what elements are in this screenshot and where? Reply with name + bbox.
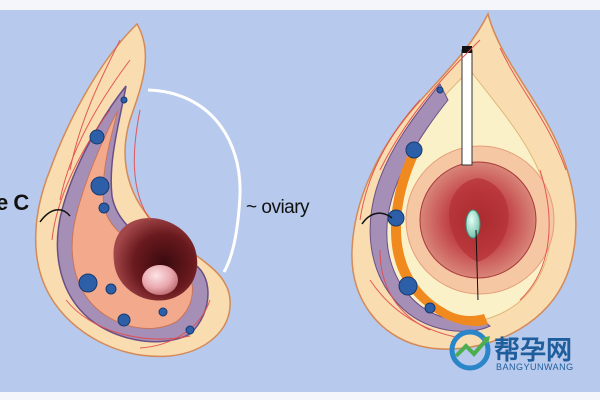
right-seed	[465, 209, 481, 239]
white-arc	[147, 88, 242, 273]
dot	[398, 276, 418, 296]
dot	[424, 302, 436, 314]
left-organ	[35, 22, 231, 358]
right-vessels	[359, 39, 567, 339]
probe-line	[475, 229, 479, 301]
left-label: e C	[0, 190, 29, 215]
watermark-english: BANGYUNWANG	[496, 362, 574, 372]
dot	[120, 96, 128, 104]
dot	[90, 176, 110, 196]
watermark-chinese: 帮孕网	[494, 336, 573, 366]
dot	[117, 313, 131, 327]
left-vessels	[51, 39, 211, 349]
dot	[387, 209, 405, 227]
dot	[158, 307, 168, 317]
dot	[89, 129, 105, 145]
left-dots	[78, 96, 195, 335]
right-dots	[387, 86, 444, 314]
right-organ	[351, 11, 577, 350]
dot	[185, 325, 195, 335]
dot	[436, 86, 444, 94]
dot	[105, 283, 117, 295]
right-pointer-line	[361, 212, 393, 225]
bottom-border	[0, 392, 600, 400]
probe-bar	[461, 49, 473, 166]
top-border	[0, 0, 600, 10]
right-purple-band	[369, 83, 491, 332]
dot	[405, 141, 423, 159]
dot	[78, 273, 98, 293]
left-egg	[142, 265, 178, 295]
center-label: ~ oviary	[246, 197, 310, 218]
probe-tip	[462, 46, 472, 53]
dot	[98, 202, 110, 214]
watermark-logo-icon	[449, 329, 491, 371]
left-pointer-line	[39, 209, 71, 223]
